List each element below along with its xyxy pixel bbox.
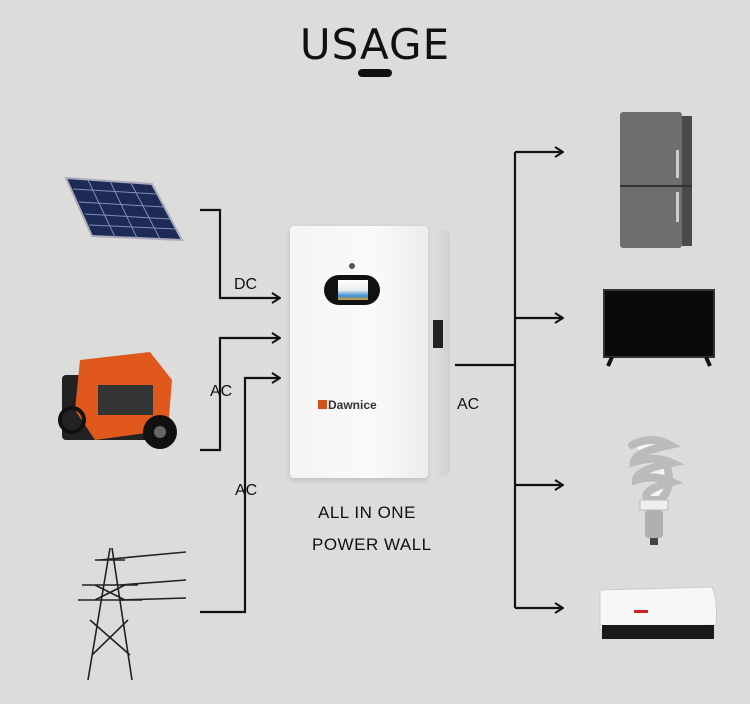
light-bulb-icon [628, 436, 685, 545]
air-conditioner-icon [599, 586, 717, 639]
device-brand: Dawnice [328, 398, 377, 412]
input-label-dc: DC [234, 276, 258, 293]
television-icon [603, 289, 715, 367]
power-wall-side [426, 230, 450, 476]
power-pylon-icon [78, 547, 187, 681]
refrigerator-icon [620, 112, 692, 248]
dc-line [200, 208, 280, 298]
device-switch [433, 320, 443, 348]
generator-line [200, 338, 280, 452]
page-title: USAGE [299, 20, 451, 69]
generator-icon [58, 352, 177, 449]
title-underline [358, 69, 392, 77]
output-label-ac: AC [457, 396, 480, 413]
caption-line2: POWER WALL [312, 535, 432, 554]
solar-panel-icon [64, 176, 184, 242]
power-wall-device [290, 226, 428, 478]
device-indicator [349, 263, 355, 269]
grid-line [200, 378, 280, 614]
input-label-grid: AC [235, 482, 258, 499]
brand-logo-icon [318, 400, 327, 409]
input-label-generator: AC [210, 383, 233, 400]
device-display [338, 280, 368, 300]
caption-line1: ALL IN ONE [318, 503, 416, 522]
